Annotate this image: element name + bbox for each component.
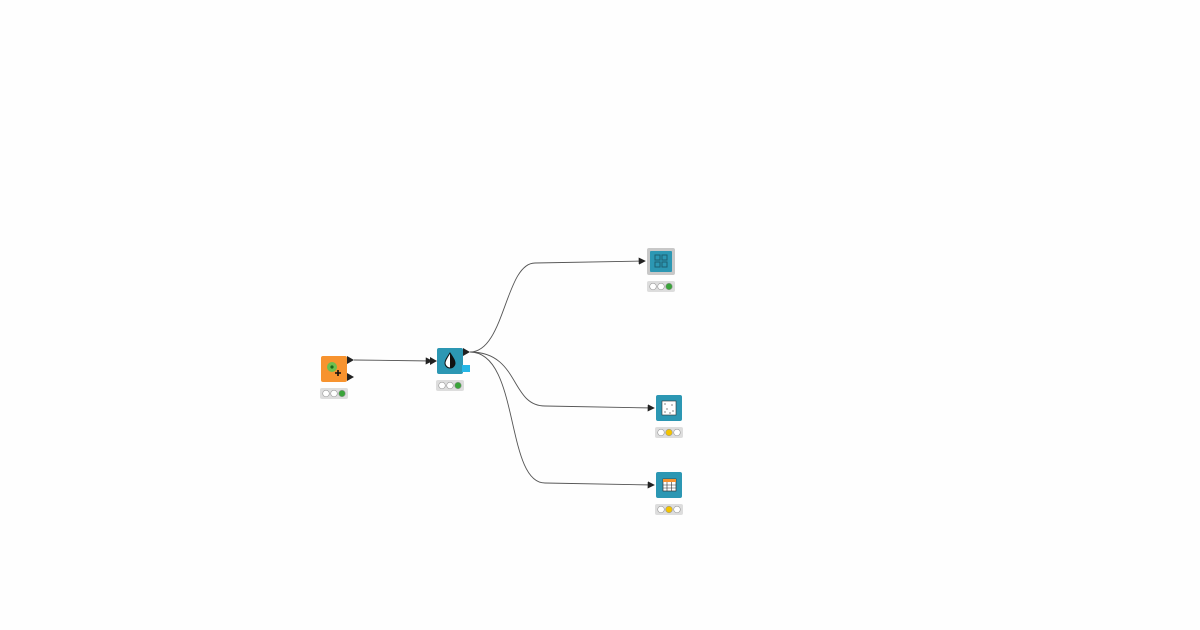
- status-traffic-light: [436, 380, 464, 391]
- connection-source-transform[interactable]: [353, 357, 433, 365]
- status-traffic-light: [655, 427, 683, 438]
- status-traffic-light: [320, 388, 348, 399]
- table-icon: [662, 478, 677, 492]
- output-port[interactable]: [347, 373, 354, 381]
- scatter-plot-icon: [661, 400, 677, 416]
- connection-transform-scatter[interactable]: [469, 351, 655, 412]
- connection-transform-table[interactable]: [469, 351, 655, 489]
- status-traffic-light: [655, 504, 683, 515]
- node-table[interactable]: [655, 472, 683, 515]
- droplet-icon: [444, 352, 456, 369]
- flow-variable-port[interactable]: [462, 365, 470, 372]
- input-port[interactable]: [430, 357, 437, 365]
- data-generator-icon: [327, 362, 341, 376]
- output-port[interactable]: [463, 348, 470, 356]
- node-transform[interactable]: [430, 348, 470, 391]
- node-scatter[interactable]: [655, 395, 683, 438]
- node-view-grid[interactable]: [647, 248, 675, 292]
- grid-view-icon: [654, 254, 668, 268]
- connection-transform-view[interactable]: [469, 257, 646, 353]
- node-source[interactable]: [320, 356, 354, 399]
- status-traffic-light: [647, 281, 675, 292]
- output-port[interactable]: [347, 356, 354, 364]
